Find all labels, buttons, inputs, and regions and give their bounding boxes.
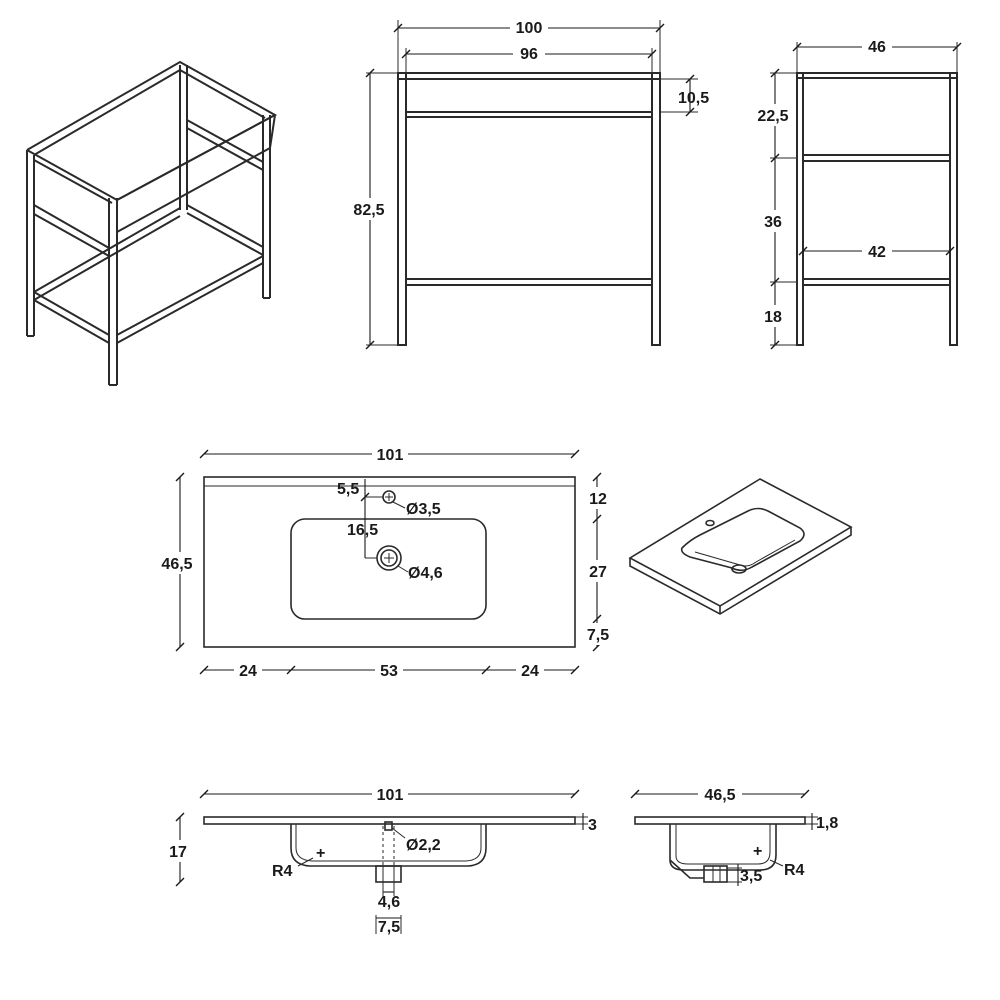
side-drain-height-label: 3,5 <box>740 868 762 885</box>
side-inner-depth-label: 42 <box>868 244 886 261</box>
section-radius-label: R4 <box>272 863 293 880</box>
side-upper-label: 22,5 <box>757 108 788 125</box>
drain-hole-label: Ø4,6 <box>408 565 443 582</box>
front-inner-width-label: 96 <box>520 46 538 63</box>
side-section-radius-label: R4 <box>784 862 805 879</box>
iso-frame-view <box>26 60 278 386</box>
basin-top-view: 5,5 16,5 Ø3,5 Ø4,6 101 46,5 12 27 7,5 <box>156 443 614 681</box>
basin-iso-view <box>628 478 853 615</box>
center-mark-side: + <box>753 843 762 860</box>
edge-back-label: 12 <box>589 491 607 508</box>
overflow-hole-label: Ø2,2 <box>406 837 441 854</box>
front-rail-label: 10,5 <box>678 90 709 107</box>
basin-section-side: + 46,5 1,8 3,5 R4 <box>630 783 838 886</box>
edge-front-label: 7,5 <box>587 627 609 644</box>
front-height-label: 82,5 <box>353 202 384 219</box>
basin-section-front: + 101 17 3 Ø2,2 R4 4,6 7,5 <box>164 783 597 936</box>
side-right-label: 24 <box>521 663 539 680</box>
center-mark: + <box>316 845 325 862</box>
top-depth-label: 46,5 <box>161 556 192 573</box>
side-section-depth-label: 46,5 <box>704 787 735 804</box>
bowl-width-label: 53 <box>380 663 398 680</box>
section-height-label: 17 <box>169 844 187 861</box>
bowl-depth-label: 27 <box>589 564 607 581</box>
section-thickness-label: 3 <box>588 817 597 834</box>
tap-to-drain-label: 16,5 <box>347 522 378 539</box>
front-width-label: 100 <box>516 20 543 37</box>
tap-offset-label: 5,5 <box>337 481 359 498</box>
drain-outer-label: 7,5 <box>378 919 400 936</box>
drain-width-label: 4,6 <box>378 894 400 911</box>
top-width-label: 101 <box>377 447 404 464</box>
side-left-label: 24 <box>239 663 257 680</box>
tap-hole-label: Ø3,5 <box>406 501 441 518</box>
side-view: 46 22,5 36 18 42 <box>752 36 962 350</box>
side-lower-label: 18 <box>764 309 782 326</box>
section-width-label: 101 <box>377 787 404 804</box>
side-depth-label: 46 <box>868 39 886 56</box>
front-view: 100 96 10,5 82,5 <box>350 16 709 350</box>
side-section-thickness-label: 1,8 <box>816 815 838 832</box>
side-middle-label: 36 <box>764 214 782 231</box>
